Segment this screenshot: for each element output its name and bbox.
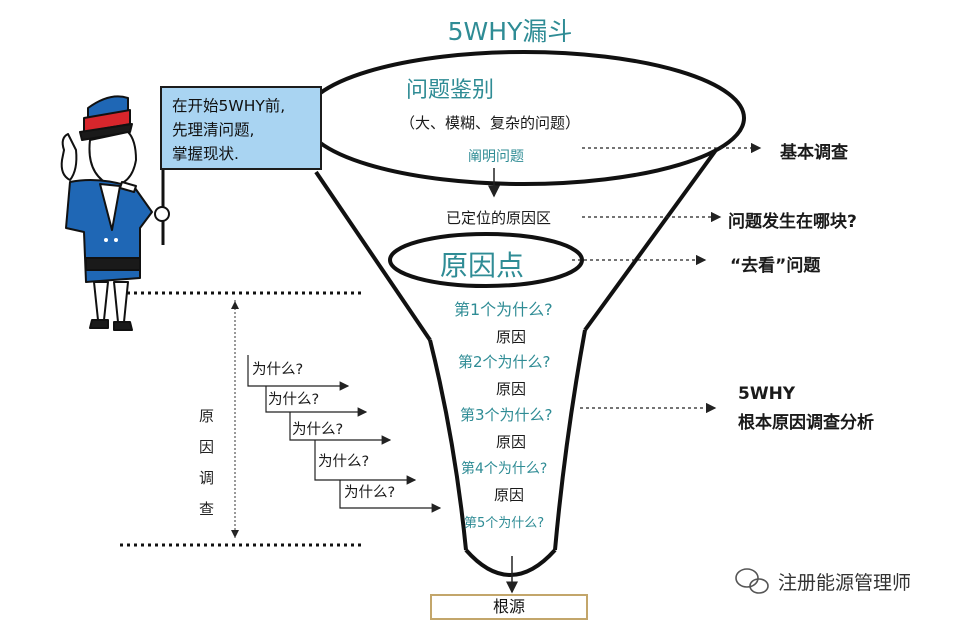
located-area-label: 已定位的原因区 <box>446 209 552 227</box>
top-heading: 问题鉴别 <box>406 78 495 103</box>
cause-point-ellipse <box>388 232 584 288</box>
funnel-left-neck <box>428 339 468 551</box>
callout-line: 先理清问题, <box>172 121 255 139</box>
stair-why-1: 为什么? <box>252 362 304 378</box>
stair-why-4: 为什么? <box>318 454 370 470</box>
why-step-5: 第5个为什么? <box>464 516 545 531</box>
page-title: 5WHY漏斗 <box>447 17 573 46</box>
cause-step-1: 原因 <box>496 328 527 346</box>
label-where: 问题发生在哪块? <box>728 212 857 232</box>
why-step-1: 第1个为什么? <box>454 300 553 319</box>
investigation-bounds <box>120 291 365 547</box>
callout-flag: 在开始5WHY前, 先理清问题, 掌握现状. <box>160 86 322 170</box>
label-basic-investigation: 基本调查 <box>780 143 848 163</box>
stair-why-5: 为什么? <box>344 485 396 501</box>
why-step-4: 第4个为什么? <box>461 461 548 477</box>
funnel-right-wall <box>583 148 718 332</box>
vertical-label-char: 原 <box>199 407 215 425</box>
stair-why-2: 为什么? <box>268 392 320 408</box>
funnel <box>302 50 746 577</box>
wechat-icon <box>735 568 769 594</box>
vertical-label-char: 调 <box>199 469 215 487</box>
root-cause-box: 根源 <box>430 594 588 620</box>
vertical-label-char: 查 <box>199 500 215 518</box>
why-step-3: 第3个为什么? <box>460 406 553 424</box>
funnel-left-wall <box>314 170 432 342</box>
watermark-text: 注册能源管理师 <box>778 572 912 594</box>
label-5why: 5WHY <box>738 384 796 404</box>
label-root-cause-analysis: 根本原因调查分析 <box>738 413 874 433</box>
cause-step-2: 原因 <box>496 380 527 398</box>
top-subtitle: （大、模糊、复杂的问题） <box>400 114 581 132</box>
why-step-2: 第2个为什么? <box>458 353 551 371</box>
label-go-see: “去看”问题 <box>730 256 821 276</box>
policeman-illustration <box>60 95 170 331</box>
callout-line: 掌握现状. <box>172 145 239 163</box>
vertical-label-char: 因 <box>199 438 215 456</box>
why-staircase <box>247 355 442 513</box>
clarify-label: 阐明问题 <box>468 149 524 165</box>
stair-why-3: 为什么? <box>292 422 344 438</box>
funnel-right-neck <box>553 329 587 551</box>
funnel-spout <box>464 548 557 577</box>
cause-step-3: 原因 <box>496 433 527 451</box>
callout-line: 在开始5WHY前, <box>172 97 286 115</box>
cause-point-label: 原因点 <box>440 249 525 282</box>
cause-step-4: 原因 <box>494 486 525 504</box>
dashed-arrows <box>572 142 762 414</box>
